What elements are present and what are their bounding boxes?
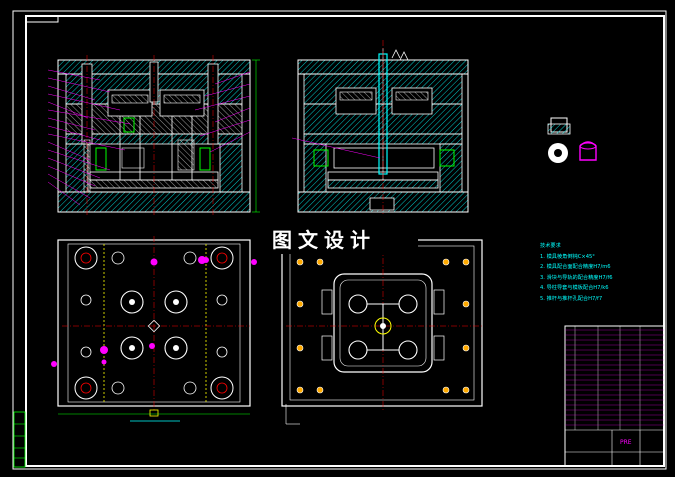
title-block: PRE: [564, 325, 665, 467]
technical-requirements: 技术要求 1. 模具棱角倒钝C×45° 2. 模具配合面配合精度H7/m6 3.…: [540, 241, 660, 304]
part-leaders-left: [47, 69, 251, 206]
outer-frame: [12, 10, 667, 470]
side-section-view: [291, 40, 469, 215]
fixed-half-plan-view: [281, 236, 484, 425]
watermark: [268, 226, 418, 254]
drawing-number-box: [25, 15, 59, 23]
inner-frame: [25, 15, 665, 467]
tech-req-item: 2. 模具配合面配合精度H7/m6: [540, 264, 611, 270]
title-block-stamp: PRE: [620, 439, 632, 446]
watermark-text: 图文设计: [272, 228, 376, 252]
tech-req-title: 技术要求: [540, 243, 561, 249]
moving-half-plan-view: [51, 236, 257, 422]
side-strip-lines: [14, 423, 25, 459]
part-detail-views: [547, 117, 597, 163]
tech-req-item: 1. 模具棱角倒钝C×45°: [540, 253, 595, 260]
tech-req-item: 4. 导柱导套与模板配合H7/k6: [540, 285, 609, 291]
tech-req-item: 3. 滑块与导轨的配合精度H7/f6: [540, 274, 613, 281]
side-strip: [13, 411, 26, 468]
tech-req-item: 5. 推杆与推杆孔配合H7/f7: [540, 295, 603, 302]
